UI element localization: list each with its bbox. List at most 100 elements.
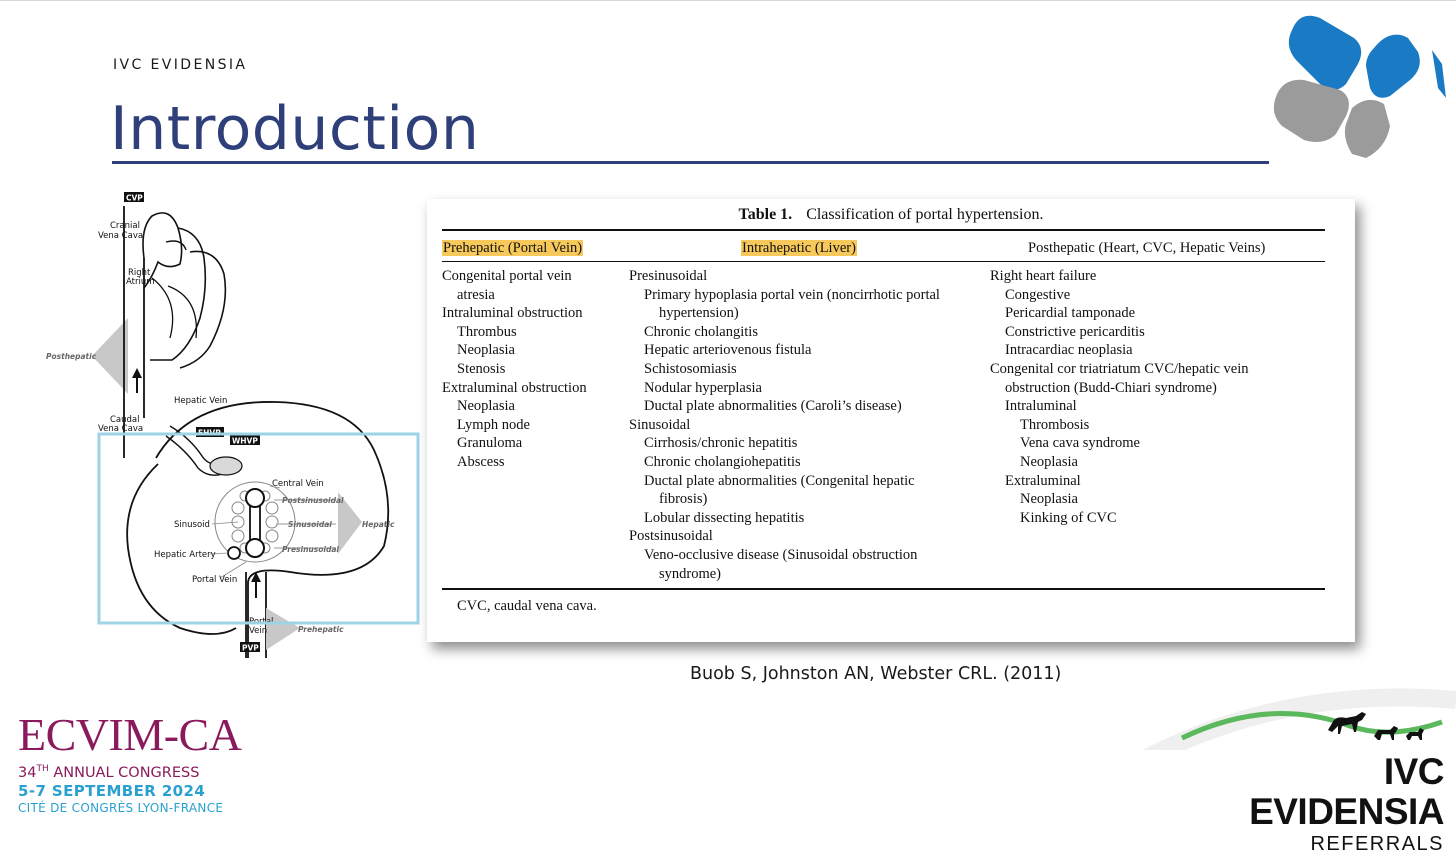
table-entry: Hepatic arteriovenous fistula <box>644 342 812 359</box>
portal-circulation-diagram: CVP Cranial Vena Cava Right Atrium Posth… <box>46 192 420 658</box>
label-sinusoidal: Sinusoidal <box>288 520 332 529</box>
table-entry: Schistosomiasis <box>644 360 737 377</box>
citation: Buob S, Johnston AN, Webster CRL. (2011) <box>690 664 1062 684</box>
brand-sub: REFERRALS <box>1310 833 1444 855</box>
table-entry: Neoplasia <box>1020 491 1078 508</box>
table-entry: Kinking of CVC <box>1020 509 1117 526</box>
ecvim-congress-logo: ECVIM-CA 34TH ANNUAL CONGRESS 5-7 SEPTEM… <box>18 709 242 816</box>
table-entry: Nodular hyperplasia <box>644 379 762 396</box>
table-entry: Primary hypoplasia portal vein (noncirrh… <box>644 286 940 303</box>
table-entry: Chronic cholangiohepatitis <box>644 453 801 470</box>
table-caption-text: Classification of portal hypertension. <box>806 206 1044 223</box>
table-entry: atresia <box>457 286 495 303</box>
table-entry: Pericardial tamponade <box>1005 305 1136 322</box>
table-entry: Veno-occlusive disease (Sinusoidal obstr… <box>644 546 918 563</box>
label-central-vein: Central Vein <box>272 479 324 489</box>
brand-swoosh-graphic <box>1142 688 1456 750</box>
table-entry: hypertension) <box>659 305 739 322</box>
table-entry: Postsinusoidal <box>629 528 713 545</box>
table-entry: Cirrhosis/chronic hepatitis <box>644 435 798 452</box>
slide-title: Introduction <box>110 94 480 164</box>
table-entry: syndrome) <box>659 565 722 582</box>
hepatic-wedge <box>338 492 362 554</box>
cvp-badge: CVP <box>126 194 143 203</box>
table-entry: Ductal plate abnormalities (Caroli’s dis… <box>644 398 902 415</box>
classification-table-card: Table 1. Classification of portal hyperte… <box>427 199 1355 642</box>
header-intrahepatic-text: Intrahepatic (Liver) <box>741 240 857 256</box>
pvp-badge: PVP <box>242 644 259 653</box>
congress-dates: 5-7 SEPTEMBER 2024 <box>18 781 206 800</box>
header-prehepatic-text: Prehepatic (Portal Vein) <box>442 240 584 256</box>
table-entry: Extraluminal <box>1005 472 1081 489</box>
table-entry: obstruction (Budd-Chiari syndrome) <box>1005 379 1217 396</box>
table-bottom-rule <box>442 588 1325 590</box>
table-entry: Granuloma <box>457 435 523 452</box>
title-underline <box>112 161 1269 164</box>
table-entry: Presinusoidal <box>629 268 708 284</box>
posthepatic-wedge <box>92 318 128 394</box>
label-hepatic-vein: Hepatic Vein <box>174 396 227 406</box>
table-entry: Neoplasia <box>457 342 515 359</box>
label-portal-vein: Portal Vein <box>192 575 237 585</box>
ivc-evidensia-mark-icon <box>1273 15 1446 158</box>
table-entry: Extraluminal obstruction <box>442 379 587 396</box>
label-sinusoid: Sinusoid <box>174 520 210 530</box>
label-hepatic: Hepatic <box>362 520 395 529</box>
table-entry: Stenosis <box>457 360 506 377</box>
table-entry: Congenital cor triatriatum CVC/hepatic v… <box>990 360 1249 377</box>
ivc-evidensia-referrals-logo: IVC EVIDENSIA REFERRALS <box>1180 752 1444 856</box>
table-caption: Table 1. Classification of portal hyperte… <box>427 206 1355 224</box>
top-border-line <box>0 0 1456 1</box>
congress-edition: 34TH ANNUAL CONGRESS <box>18 764 200 781</box>
table-entry: Lobular dissecting hepatitis <box>644 509 805 526</box>
table-entry: Lymph node <box>457 416 530 433</box>
table-entry: Thrombus <box>457 323 517 340</box>
table-entry: Thrombosis <box>1020 416 1090 433</box>
prehepatic-wedge <box>266 608 300 650</box>
header-posthepatic-text: Posthepatic (Heart, CVC, Hepatic Veins) <box>1028 240 1266 256</box>
label-posthepatic: Posthepatic <box>46 352 97 361</box>
table-entry: Vena cava syndrome <box>1020 435 1140 452</box>
animals-silhouette-icon <box>1328 712 1424 740</box>
whvp-badge: WHVP <box>232 437 258 446</box>
table-entry: Congenital portal vein <box>442 268 572 284</box>
congress-venue: CITÉ DE CONGRÈS LYON-FRANCE <box>18 800 224 815</box>
header-posthepatic: Posthepatic (Heart, CVC, Hepatic Veins) <box>1028 240 1265 257</box>
table-entry: Abscess <box>457 453 505 470</box>
table-entry: Chronic cholangitis <box>644 323 758 340</box>
label-vein: Vein <box>249 626 267 636</box>
label-right: Right <box>128 268 151 278</box>
label-hepatic-artery: Hepatic Artery <box>154 550 216 560</box>
table-entry: Neoplasia <box>457 398 515 415</box>
table-entry: Intracardiac neoplasia <box>1005 342 1133 359</box>
table-entry: Intraluminal <box>1005 398 1077 415</box>
label-caudal-vena-cava: Vena Cava <box>98 424 143 434</box>
label-cranial: Cranial <box>110 221 140 231</box>
table-entry: Ductal plate abnormalities (Congenital h… <box>644 472 915 489</box>
table-entry: fibrosis) <box>659 491 708 508</box>
header-prehepatic: Prehepatic (Portal Vein) <box>442 240 584 257</box>
header-intrahepatic: Intrahepatic (Liver) <box>741 240 857 257</box>
table-entry: Right heart failure <box>990 268 1097 284</box>
label-atrium: Atrium <box>126 277 155 287</box>
label-presinusoidal: Presinusoidal <box>282 545 339 554</box>
table-entry: Neoplasia <box>1020 453 1078 470</box>
label-postsinusoidal: Postsinusoidal <box>282 496 344 505</box>
slide-kicker: IVC EVIDENSIA <box>113 57 248 73</box>
table-entry: Sinusoidal <box>629 416 691 433</box>
table-footnote: CVC, caudal vena cava. <box>457 598 597 614</box>
congress-name: ECVIM-CA <box>18 709 242 760</box>
table-entry: Constrictive pericarditis <box>1005 323 1145 340</box>
brand-name: IVC EVIDENSIA <box>1249 751 1444 832</box>
table-entry: Intraluminal obstruction <box>442 305 583 322</box>
table-caption-label: Table 1. <box>738 206 793 223</box>
label-caudal: Caudal <box>110 415 140 425</box>
table-top-rule <box>442 229 1325 231</box>
intrahepatic-highlight-box <box>97 432 420 625</box>
label-prehepatic: Prehepatic <box>298 625 344 634</box>
table-header-rule <box>442 261 1325 262</box>
table-entry: Congestive <box>1005 286 1071 303</box>
